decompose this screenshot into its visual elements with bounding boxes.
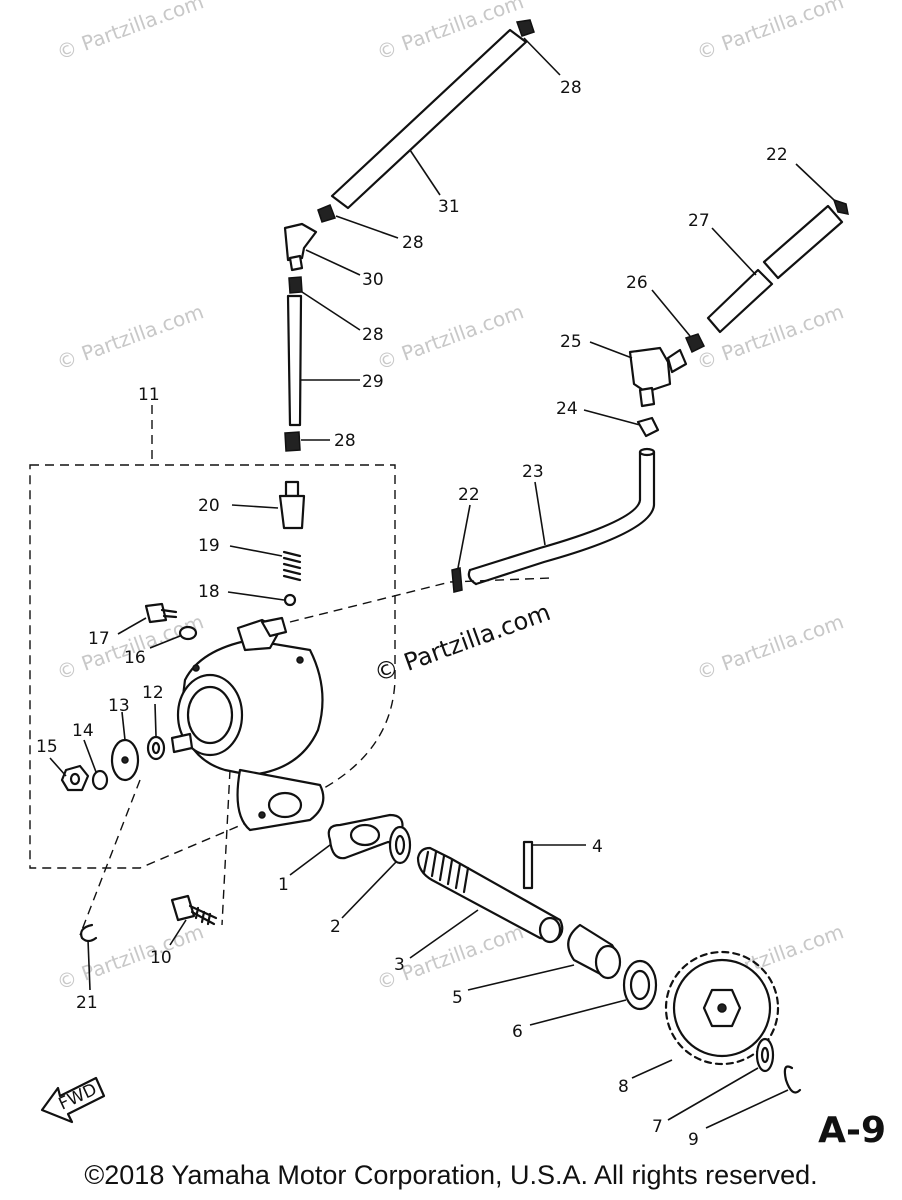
callout-13: 13: [108, 696, 130, 716]
fwd-arrow-icon: FWD: [40, 1076, 106, 1124]
ball-18: [283, 593, 297, 607]
fitting-24: [636, 416, 660, 438]
watermark: © Partzilla.com: [54, 0, 207, 65]
circlip-9: [783, 1065, 802, 1094]
leader-lines: [49, 37, 835, 1129]
callout-23: 23: [522, 462, 544, 482]
gear-8: [664, 950, 780, 1066]
callout-21: 21: [76, 993, 98, 1013]
callout-1: 1: [278, 875, 289, 895]
callout-labels: 28 31 28 30 28 29 28 11 20 19 18 17 16 1…: [36, 78, 788, 1150]
callout-25: 25: [560, 332, 582, 352]
clamp-22-upper: [832, 198, 849, 215]
callout-22: 22: [458, 485, 480, 505]
callout-15: 15: [36, 737, 58, 757]
fitting-26: [684, 333, 706, 354]
callout-28: 28: [560, 78, 582, 98]
watermark-layer: © Partzilla.com © Partzilla.com © Partzi…: [54, 0, 847, 995]
bearing-6: [622, 959, 658, 1011]
fitting-28-top: [515, 19, 535, 37]
fitting-28-lower: [288, 276, 303, 294]
callout-11: 11: [138, 385, 160, 405]
elbow-fitting-25: [628, 346, 688, 408]
washer-16: [178, 625, 198, 641]
fitting-28-mid: [317, 204, 336, 223]
callout-10: 10: [150, 948, 172, 968]
plate-13: [110, 738, 140, 782]
callout-2: 2: [330, 917, 341, 937]
tube-31: [330, 28, 528, 210]
watermark: © Partzilla.com: [54, 919, 207, 994]
page-code: A-9: [818, 1110, 886, 1151]
callout-7: 7: [652, 1117, 663, 1137]
callout-27: 27: [688, 211, 710, 231]
callout-18: 18: [198, 582, 220, 602]
pin-4: [522, 840, 534, 890]
callout-9: 9: [688, 1130, 699, 1150]
callout-31: 31: [438, 197, 460, 217]
callout-24: 24: [556, 399, 578, 419]
callout-28: 28: [402, 233, 424, 253]
copyright-notice: ©2018 Yamaha Motor Corporation, U.S.A. A…: [84, 1160, 818, 1190]
washer-14: [91, 769, 109, 791]
callout-6: 6: [512, 1022, 523, 1042]
bolt-10: [170, 894, 218, 926]
callout-12: 12: [142, 683, 164, 703]
hose-27: [706, 204, 844, 334]
callout-28: 28: [362, 325, 384, 345]
callout-22: 22: [766, 145, 788, 165]
callout-14: 14: [72, 721, 94, 741]
callout-29: 29: [362, 372, 384, 392]
tube-29: [286, 294, 303, 427]
spring-19: [282, 550, 302, 582]
watermark: © Partzilla.com: [54, 299, 207, 374]
callout-5: 5: [452, 988, 463, 1008]
oil-pump-body: [170, 616, 325, 832]
washer-12: [146, 735, 166, 761]
collar-5: [567, 923, 622, 980]
clamp-22-lower: [451, 567, 463, 593]
elbow-fitting-30: [283, 222, 318, 272]
plunger-20: [278, 480, 306, 530]
callout-20: 20: [198, 496, 220, 516]
callout-30: 30: [362, 270, 384, 290]
drive-shaft-3: [416, 846, 564, 944]
washer-2: [388, 825, 412, 865]
callout-19: 19: [198, 536, 220, 556]
fitting-28-bottom: [284, 431, 301, 452]
hose-23: [467, 447, 656, 586]
callout-17: 17: [88, 629, 110, 649]
watermark: © Partzilla.com: [694, 0, 847, 65]
callout-8: 8: [618, 1077, 629, 1097]
watermark: © Partzilla.com: [374, 299, 527, 374]
clip-21: [80, 923, 98, 943]
callout-26: 26: [626, 273, 648, 293]
watermark-main: © Partzilla.com: [370, 598, 554, 688]
callout-4: 4: [592, 837, 603, 857]
nut-15: [60, 764, 90, 792]
bolt-17: [144, 602, 178, 624]
callout-3: 3: [394, 955, 405, 975]
callout-28: 28: [334, 431, 356, 451]
watermark: © Partzilla.com: [694, 609, 847, 684]
washer-7: [755, 1037, 775, 1073]
callout-16: 16: [124, 648, 146, 668]
